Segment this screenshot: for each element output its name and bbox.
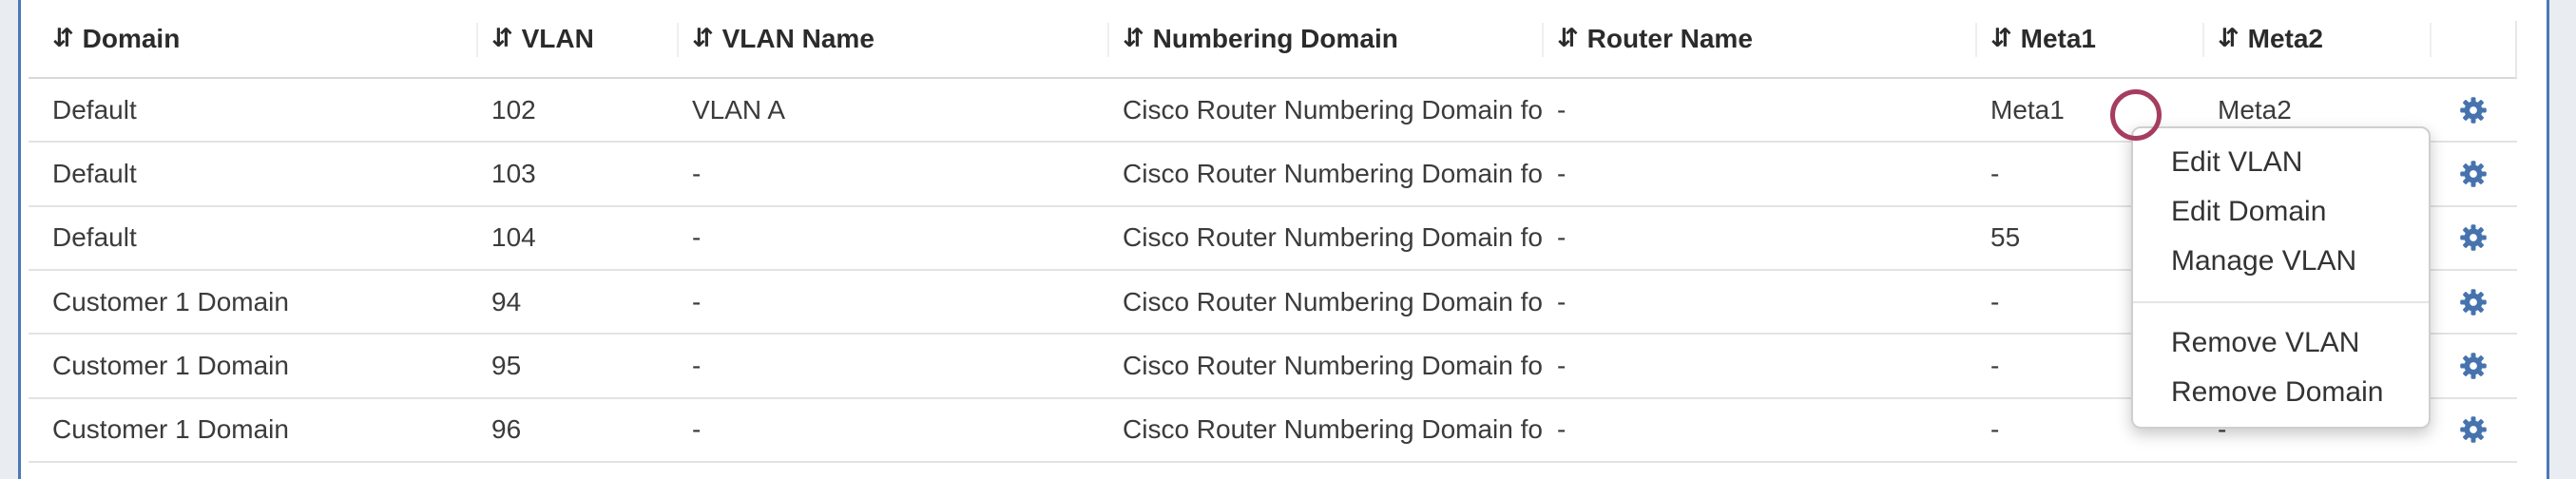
cell-vlan: 103 bbox=[491, 158, 536, 188]
cell-meta2: Meta2 bbox=[2218, 94, 2292, 125]
click-indicator-circle bbox=[2110, 89, 2162, 141]
cell-meta1: - bbox=[1990, 158, 2000, 188]
row-actions-gear-button[interactable] bbox=[2459, 96, 2488, 125]
gear-icon bbox=[2459, 288, 2488, 316]
cell-vlan: 104 bbox=[491, 222, 536, 253]
cell-meta1: 55 bbox=[1990, 222, 2021, 253]
row-actions-gear-button[interactable] bbox=[2459, 415, 2488, 444]
sort-icon: ⇵ bbox=[52, 24, 74, 53]
cell-vlan-name: - bbox=[692, 222, 702, 253]
table-row: Default 104 - Cisco Router Numbering Dom… bbox=[29, 207, 2517, 271]
cell-meta1: Meta1 bbox=[1990, 94, 2065, 125]
row-actions-gear-button[interactable] bbox=[2459, 223, 2488, 252]
cell-router-name: - bbox=[1557, 94, 1567, 125]
cell-numbering-domain: Cisco Router Numbering Domain for ... bbox=[1123, 414, 1542, 445]
sort-icon: ⇵ bbox=[2218, 24, 2240, 53]
cell-numbering-domain: Cisco Router Numbering Domain for ... bbox=[1123, 286, 1542, 316]
cell-router-name: - bbox=[1557, 414, 1567, 445]
table-header-row: ⇵ Domain ⇵ VLAN ⇵ VLAN Name ⇵ Numbering … bbox=[29, 0, 2517, 79]
menu-item-edit-domain[interactable]: Edit Domain bbox=[2171, 196, 2327, 227]
cell-domain: Customer 1 Domain bbox=[52, 350, 289, 380]
column-header-label: Meta2 bbox=[2247, 23, 2323, 53]
page-background-left bbox=[0, 0, 18, 479]
cell-meta2: - bbox=[2218, 414, 2227, 445]
cell-vlan: 96 bbox=[491, 414, 522, 445]
cell-vlan: 102 bbox=[491, 94, 536, 125]
vlan-table: ⇵ Domain ⇵ VLAN ⇵ VLAN Name ⇵ Numbering … bbox=[29, 0, 2517, 463]
column-header-label: VLAN bbox=[521, 23, 594, 53]
menu-item-remove-vlan[interactable]: Remove VLAN bbox=[2171, 327, 2360, 358]
gear-icon bbox=[2459, 160, 2488, 188]
cell-meta1: - bbox=[1990, 350, 2000, 380]
column-header-label: Domain bbox=[82, 23, 181, 53]
column-header-label: Router Name bbox=[1586, 23, 1753, 53]
cell-vlan-name: - bbox=[692, 414, 702, 445]
gear-icon bbox=[2459, 223, 2488, 252]
sort-icon: ⇵ bbox=[1990, 24, 2012, 53]
menu-divider bbox=[2133, 301, 2429, 303]
cell-domain: Customer 1 Domain bbox=[52, 286, 289, 316]
cell-numbering-domain: Cisco Router Numbering Domain for ... bbox=[1123, 222, 1542, 253]
cell-numbering-domain: Cisco Router Numbering Domain for ... bbox=[1123, 350, 1542, 380]
cell-numbering-domain: Cisco Router Numbering Domain for ... bbox=[1123, 158, 1542, 188]
sort-icon: ⇵ bbox=[692, 24, 714, 53]
sort-icon: ⇵ bbox=[1557, 24, 1579, 53]
cell-domain: Default bbox=[52, 222, 137, 253]
menu-item-manage-vlan[interactable]: Manage VLAN bbox=[2171, 245, 2357, 277]
column-header-vlan-name[interactable]: ⇵ VLAN Name bbox=[677, 0, 1107, 77]
table-row: Customer 1 Domain 94 - Cisco Router Numb… bbox=[29, 271, 2517, 335]
cell-domain: Default bbox=[52, 158, 137, 188]
cell-domain: Customer 1 Domain bbox=[52, 414, 289, 445]
column-header-label: Numbering Domain bbox=[1152, 23, 1398, 53]
menu-item-edit-vlan[interactable]: Edit VLAN bbox=[2171, 146, 2303, 178]
page-background-right bbox=[2549, 0, 2576, 479]
column-header-label: Meta1 bbox=[2020, 23, 2096, 53]
panel-border-right bbox=[2547, 0, 2549, 479]
column-header-meta1[interactable]: ⇵ Meta1 bbox=[1975, 0, 2202, 77]
table-row: Default 103 - Cisco Router Numbering Dom… bbox=[29, 143, 2517, 207]
gear-icon bbox=[2459, 96, 2488, 125]
cell-meta1: - bbox=[1990, 414, 2000, 445]
cell-domain: Default bbox=[52, 94, 137, 125]
row-actions-gear-button[interactable] bbox=[2459, 352, 2488, 380]
cell-router-name: - bbox=[1557, 158, 1567, 188]
cell-vlan-name: - bbox=[692, 350, 702, 380]
cell-meta1: - bbox=[1990, 286, 2000, 316]
column-header-vlan[interactable]: ⇵ VLAN bbox=[476, 0, 677, 77]
sort-icon: ⇵ bbox=[491, 24, 513, 53]
panel-border-left bbox=[18, 0, 21, 479]
row-actions-gear-button[interactable] bbox=[2459, 160, 2488, 188]
cell-vlan-name: VLAN A bbox=[692, 94, 786, 125]
sort-icon: ⇵ bbox=[1123, 24, 1144, 53]
cell-router-name: - bbox=[1557, 350, 1567, 380]
cell-numbering-domain: Cisco Router Numbering Domain for ... bbox=[1123, 94, 1542, 125]
cell-router-name: - bbox=[1557, 222, 1567, 253]
column-header-router-name[interactable]: ⇵ Router Name bbox=[1542, 0, 1975, 77]
table-row: Customer 1 Domain 96 - Cisco Router Numb… bbox=[29, 399, 2517, 463]
column-header-numbering-domain[interactable]: ⇵ Numbering Domain bbox=[1107, 0, 1542, 77]
cell-vlan: 94 bbox=[491, 286, 522, 316]
menu-item-remove-domain[interactable]: Remove Domain bbox=[2171, 376, 2384, 408]
row-actions-context-menu: Edit VLAN Edit Domain Manage VLAN Remove… bbox=[2131, 126, 2431, 429]
column-header-domain[interactable]: ⇵ Domain bbox=[29, 0, 476, 77]
table-row: Customer 1 Domain 95 - Cisco Router Numb… bbox=[29, 335, 2517, 399]
cell-router-name: - bbox=[1557, 286, 1567, 316]
cell-vlan: 95 bbox=[491, 350, 522, 380]
table-row: Default 102 VLAN A Cisco Router Numberin… bbox=[29, 79, 2517, 144]
column-header-label: VLAN Name bbox=[721, 23, 875, 53]
gear-icon bbox=[2459, 415, 2488, 444]
column-header-actions bbox=[2430, 0, 2517, 78]
column-header-meta2[interactable]: ⇵ Meta2 bbox=[2202, 0, 2430, 77]
cell-vlan-name: - bbox=[692, 158, 702, 188]
cell-vlan-name: - bbox=[692, 286, 702, 316]
gear-icon bbox=[2459, 352, 2488, 380]
row-actions-gear-button[interactable] bbox=[2459, 288, 2488, 316]
